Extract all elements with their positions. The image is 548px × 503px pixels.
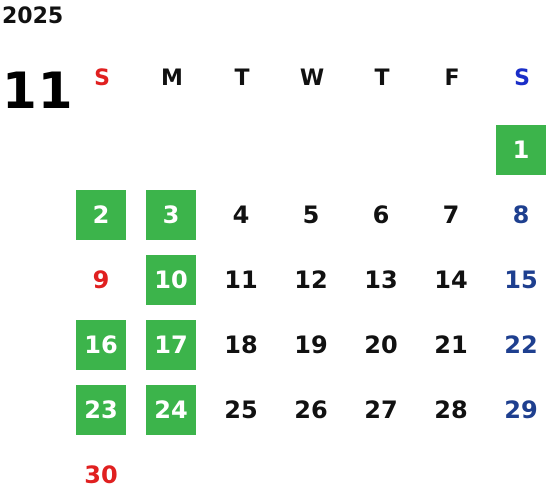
calendar-day[interactable]: 29: [504, 396, 538, 424]
weekday-header-thu: T: [374, 66, 390, 91]
calendar-day-highlighted[interactable]: 23: [76, 385, 126, 435]
calendar-day[interactable]: 20: [364, 331, 398, 359]
year-label: 2025: [2, 4, 64, 29]
calendar-day-highlighted[interactable]: 2: [76, 190, 126, 240]
weekday-header-sat: S: [514, 66, 530, 91]
calendar-day[interactable]: 30: [84, 461, 118, 489]
weekday-header-fri: F: [444, 66, 460, 91]
calendar-day[interactable]: 4: [232, 201, 250, 229]
calendar-day[interactable]: 19: [294, 331, 328, 359]
calendar-day[interactable]: 12: [294, 266, 328, 294]
calendar-day[interactable]: 5: [302, 201, 320, 229]
calendar-day-highlighted[interactable]: 3: [146, 190, 196, 240]
calendar-day[interactable]: 25: [224, 396, 258, 424]
calendar-day-highlighted[interactable]: 16: [76, 320, 126, 370]
calendar-day[interactable]: 21: [434, 331, 468, 359]
calendar-day-highlighted[interactable]: 24: [146, 385, 196, 435]
calendar-day[interactable]: 27: [364, 396, 398, 424]
calendar-day[interactable]: 11: [224, 266, 258, 294]
calendar-day[interactable]: 14: [434, 266, 468, 294]
weekday-header-sun: S: [94, 66, 110, 91]
month-number: 11: [2, 62, 74, 120]
weekday-header-tue: T: [234, 66, 250, 91]
calendar-day[interactable]: 22: [504, 331, 538, 359]
calendar-day[interactable]: 13: [364, 266, 398, 294]
calendar-day[interactable]: 26: [294, 396, 328, 424]
calendar-day-highlighted[interactable]: 10: [146, 255, 196, 305]
weekday-header-wed: W: [299, 66, 325, 91]
calendar-day[interactable]: 6: [372, 201, 390, 229]
calendar-day-highlighted[interactable]: 17: [146, 320, 196, 370]
calendar-day[interactable]: 9: [92, 266, 110, 294]
weekday-header-mon: M: [161, 66, 183, 91]
calendar-day[interactable]: 15: [504, 266, 538, 294]
calendar-day[interactable]: 18: [224, 331, 258, 359]
calendar-day-highlighted[interactable]: 1: [496, 125, 546, 175]
calendar-day[interactable]: 8: [512, 201, 530, 229]
calendar-day[interactable]: 28: [434, 396, 468, 424]
calendar-day[interactable]: 7: [442, 201, 460, 229]
